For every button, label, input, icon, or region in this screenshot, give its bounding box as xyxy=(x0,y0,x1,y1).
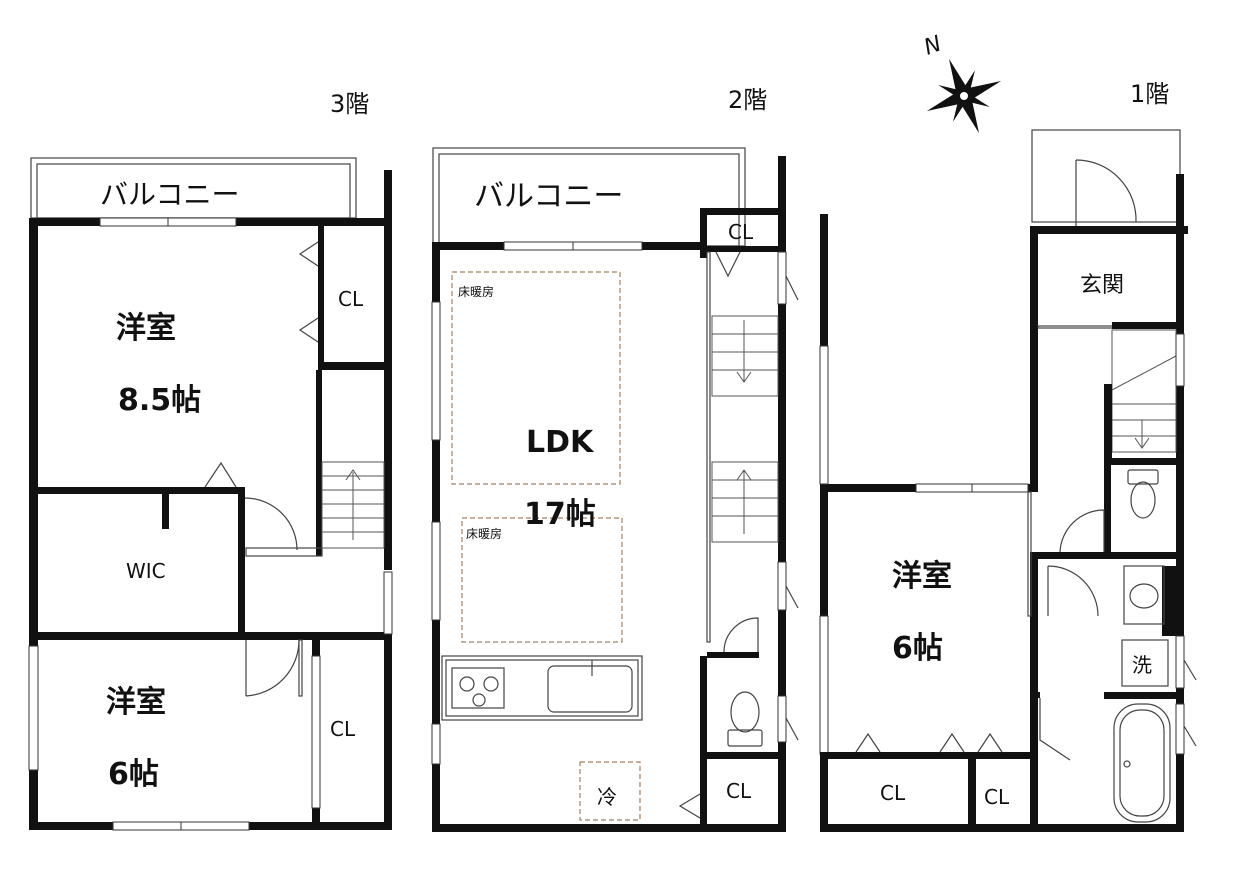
closet-door-3f-top xyxy=(298,241,319,267)
porch-outline xyxy=(1031,129,1181,223)
wall-1f-right xyxy=(1176,174,1184,832)
wic-label: WIC xyxy=(126,559,166,583)
floor-heating-area-2 xyxy=(461,517,623,643)
toilet-icon xyxy=(727,691,763,747)
window-2f-left-1 xyxy=(431,301,441,441)
room-3f-1-name: 洋室 xyxy=(116,311,176,346)
room-1f-size: 6帖 xyxy=(892,631,943,666)
closet-2f-bottom-label: CL xyxy=(726,779,752,803)
door-swing-2f-toilet xyxy=(723,617,759,653)
closet-3f-bottom-label: CL xyxy=(330,717,356,741)
fridge-label: 冷 xyxy=(597,785,617,809)
closet-door-2f-bottom xyxy=(678,793,701,819)
floor-heating-label-2: 床暖房 xyxy=(466,526,502,541)
toilet-1f-icon xyxy=(1127,469,1159,519)
room-3f-2-size: 6帖 xyxy=(108,757,159,792)
door-swing-3f-room2 xyxy=(245,639,300,697)
balcony-2f-label: バルコニー xyxy=(474,179,623,214)
window-3f-left xyxy=(28,645,39,771)
sink-icon xyxy=(547,665,633,713)
door-swing-1f-wash xyxy=(1047,565,1099,617)
wall-1f-bottom xyxy=(820,824,1184,832)
floor-3-title: 3階 xyxy=(330,90,369,118)
washbasin-icon xyxy=(1123,565,1165,625)
wall-2f-bottom xyxy=(432,824,786,832)
closet-2f-top-label: CL xyxy=(728,220,754,244)
wall-2f-right xyxy=(778,156,786,832)
closet-door-1f-right xyxy=(977,732,1003,753)
window-2f-left-2 xyxy=(431,521,441,621)
door-swing-3f-hall xyxy=(244,497,298,551)
stair-2f xyxy=(711,315,779,543)
room-1f-name: 洋室 xyxy=(892,559,952,594)
stair-1f xyxy=(1111,329,1177,453)
window-2f-left-3 xyxy=(431,723,441,765)
bath-door xyxy=(1039,698,1071,761)
closet-1f-right-label: CL xyxy=(984,785,1010,809)
compass-north-label: N xyxy=(921,31,945,60)
kitchen-counter xyxy=(441,655,643,721)
floor-heating-label-1: 床暖房 xyxy=(458,284,494,299)
washer-box xyxy=(1121,639,1169,687)
bathtub-icon xyxy=(1113,703,1171,823)
floor-1 xyxy=(819,129,1197,832)
room-3f-1-size: 8.5帖 xyxy=(118,383,201,418)
entrance-door-swing xyxy=(1075,159,1137,230)
ldk-size: 17帖 xyxy=(524,497,596,532)
floor-3 xyxy=(28,157,393,831)
stair-3f xyxy=(321,461,385,549)
ldk-name: LDK xyxy=(526,425,595,460)
closet-door-1f-left xyxy=(855,732,881,753)
closet-door-3f-bottom xyxy=(311,655,321,809)
fridge-outline xyxy=(579,761,641,821)
wall-3f-right-lower xyxy=(384,636,392,830)
balcony-3f-label: バルコニー xyxy=(100,178,239,211)
door-swing-1f-toilet xyxy=(1059,509,1105,553)
washer-label: 洗 xyxy=(1132,653,1152,677)
entrance-label: 玄関 xyxy=(1080,273,1124,298)
stove-icon xyxy=(451,667,505,709)
closet-3f-top-label: CL xyxy=(338,287,364,311)
closet-door-2f-top xyxy=(715,251,741,278)
closet-1f-left-label: CL xyxy=(880,781,906,805)
wall-3f-left xyxy=(29,218,38,830)
room-3f-2-name: 洋室 xyxy=(106,685,166,720)
floor-heating-area-1 xyxy=(451,271,621,485)
compass-star-icon xyxy=(926,58,1002,134)
wall-1f-left xyxy=(820,214,828,832)
floor-1-title: 1階 xyxy=(1130,80,1169,108)
floor-2-title: 2階 xyxy=(728,86,767,114)
door-3f-room1 xyxy=(204,461,237,488)
floor-2 xyxy=(431,147,799,832)
